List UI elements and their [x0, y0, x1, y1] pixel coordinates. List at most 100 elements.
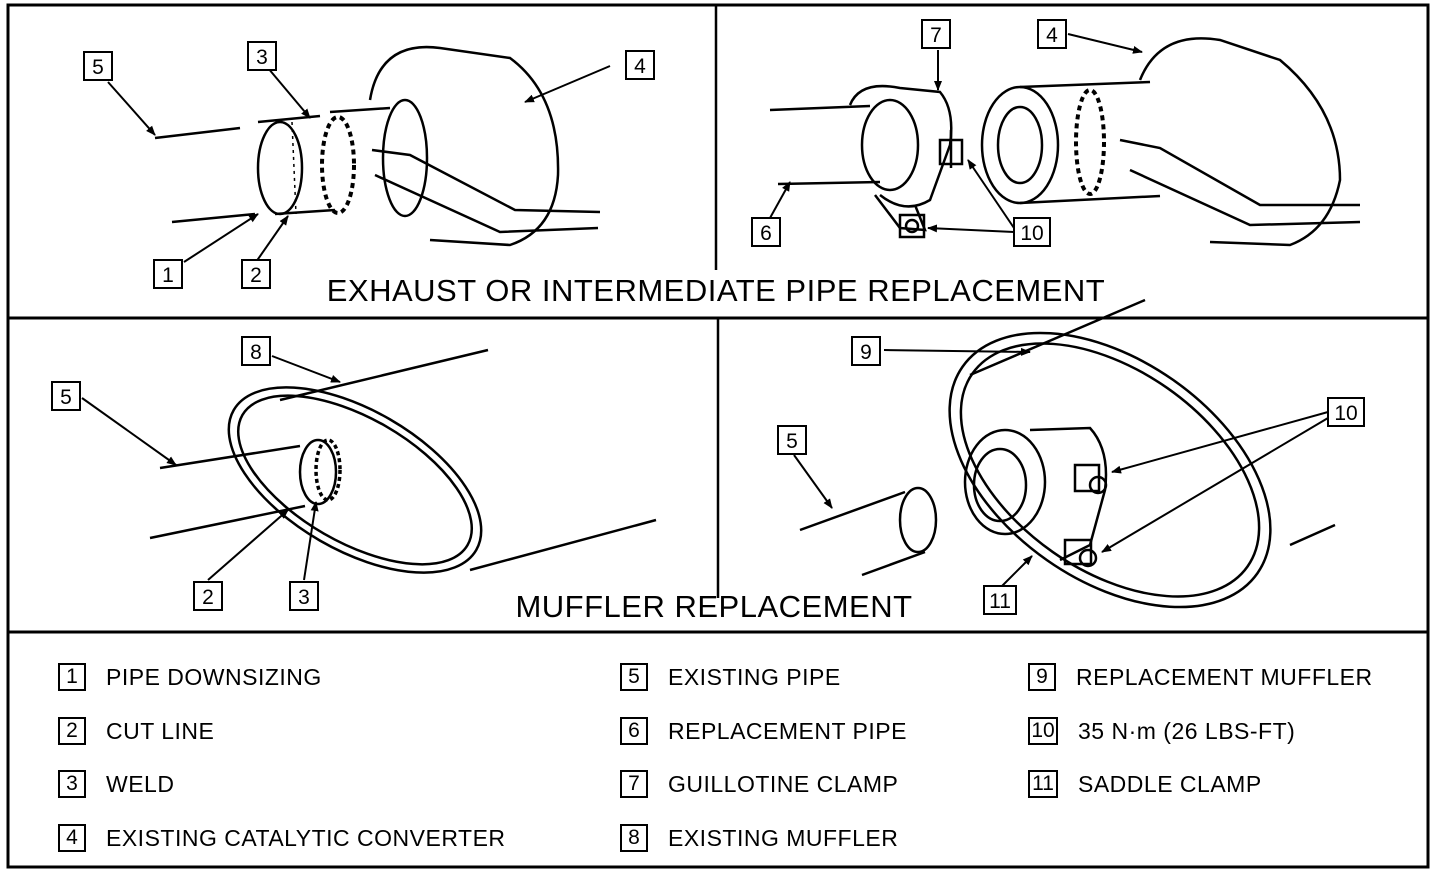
catalytic-converter-2 [1138, 37, 1342, 247]
pipe-end-4 [898, 486, 938, 554]
legend-label: EXISTING MUFFLER [668, 824, 899, 851]
legend-number-box: 1 [58, 663, 86, 691]
callout-10-top: 10 [1013, 217, 1051, 247]
legend-label: REPLACEMENT PIPE [668, 717, 907, 744]
callout-4-top-right: 4 [1037, 19, 1067, 49]
callout-2-top: 2 [241, 259, 271, 289]
callout-5-bottom-left: 5 [51, 381, 81, 411]
svg-text:10: 10 [1020, 222, 1043, 245]
svg-text:6: 6 [760, 222, 772, 245]
catalytic-converter-body [368, 45, 560, 247]
converter-flange-2 [1119, 138, 1361, 227]
svg-text:3: 3 [256, 46, 268, 69]
replacement-pipe-bottom [777, 180, 881, 186]
callout-3-bottom: 3 [289, 581, 319, 611]
svg-text:10: 10 [1334, 402, 1357, 425]
converter-flange [371, 148, 601, 234]
legend-item-10: 10 35 N·m (26 LBS-FT) [1028, 715, 1295, 747]
title-muffler-replacement: MUFFLER REPLACEMENT [515, 589, 912, 624]
svg-text:5: 5 [786, 430, 798, 453]
legend-label: REPLACEMENT MUFFLER [1076, 663, 1373, 690]
legend-label: WELD [106, 770, 175, 797]
pipe-sleeve-3 [298, 438, 338, 506]
existing-pipe-top-4 [799, 490, 906, 532]
replacement-muffler-rim [959, 342, 1261, 598]
panel-replacement-muffler [799, 298, 1336, 609]
callout-6: 6 [751, 217, 781, 247]
panel-existing-muffler [149, 348, 657, 574]
callout-1: 1 [153, 259, 183, 289]
saddle-nut-lower [1063, 538, 1098, 568]
svg-text:1: 1 [162, 264, 174, 287]
callout-11: 11 [983, 585, 1017, 615]
legend-number-box: 3 [58, 770, 86, 798]
sleeve-bottom [274, 208, 336, 216]
clamp-pipe-end [860, 98, 920, 192]
saddle-nut-upper [1073, 463, 1108, 495]
legend-item-4: 4 EXISTING CATALYTIC CONVERTER [58, 822, 506, 854]
leader-lines [81, 33, 1329, 589]
callout-5-bottom-right: 5 [777, 425, 807, 455]
legend-number-box: 11 [1028, 770, 1058, 798]
existing-pipe-top [154, 126, 241, 140]
existing-pipe-bottom-4 [861, 550, 926, 577]
legend-number-box: 4 [58, 824, 86, 852]
legend-label: SADDLE CLAMP [1078, 770, 1262, 797]
pipe-top-3 [159, 444, 301, 470]
title-exhaust-replacement: EXHAUST OR INTERMEDIATE PIPE REPLACEMENT [327, 273, 1106, 308]
svg-text:7: 7 [930, 24, 942, 47]
legend-number-box: 7 [620, 770, 648, 798]
clamp-arm [874, 194, 927, 232]
callout-9: 9 [851, 336, 881, 366]
legend-number-box: 8 [620, 824, 648, 852]
muffler-body-top [279, 348, 489, 402]
muffler-edge-top [969, 298, 1146, 377]
converter-pipe-top [329, 106, 391, 114]
converter-pipe-bottom-2 [1019, 194, 1161, 205]
svg-text:11: 11 [989, 590, 1011, 613]
muffler-end [227, 386, 483, 574]
svg-text:8: 8 [250, 341, 262, 364]
legend-label: EXISTING CATALYTIC CONVERTER [106, 824, 506, 851]
sleeve-top [257, 114, 321, 124]
clamp-nut-lower [898, 213, 926, 239]
legend-item-8: 8 EXISTING MUFFLER [620, 822, 898, 854]
muffler-end-rim [236, 394, 474, 566]
legend-label: EXISTING PIPE [668, 663, 841, 690]
callout-7: 7 [921, 19, 951, 49]
legend-number-box: 10 [1028, 717, 1058, 745]
legend-label: 35 N·m (26 LBS-FT) [1078, 717, 1296, 744]
svg-text:4: 4 [634, 55, 646, 78]
replacement-pipe-top [769, 104, 871, 112]
replacement-muffler-end [948, 331, 1272, 609]
converter-pipe-top-2 [1019, 80, 1151, 89]
weld-bead-3 [314, 438, 342, 502]
existing-pipe-bottom [171, 212, 256, 224]
callout-4-top-left: 4 [625, 50, 655, 80]
weld-bead-2 [1074, 88, 1106, 196]
converter-end [381, 98, 429, 218]
callout-10-bottom: 10 [1327, 397, 1365, 427]
legend-label: PIPE DOWNSIZING [106, 663, 322, 690]
svg-text:5: 5 [92, 56, 104, 79]
clamp-nut-upper [938, 130, 964, 168]
muffler-body-bottom [469, 518, 657, 572]
saddle-pipe-outer [963, 428, 1047, 536]
svg-text:3: 3 [298, 586, 310, 609]
weld-bead [320, 115, 356, 215]
callout-3-top-left: 3 [247, 41, 277, 71]
callout-8: 8 [241, 336, 271, 366]
svg-text:9: 9 [860, 341, 872, 364]
callout-2-bottom: 2 [193, 581, 223, 611]
svg-text:2: 2 [202, 586, 214, 609]
muffler-edge-right [1289, 523, 1336, 547]
panel-pipe-downsizing [154, 45, 601, 247]
legend-item-11: 11 SADDLE CLAMP [1028, 768, 1262, 800]
converter-inlet [980, 85, 1060, 205]
legend-number-box: 2 [58, 717, 86, 745]
